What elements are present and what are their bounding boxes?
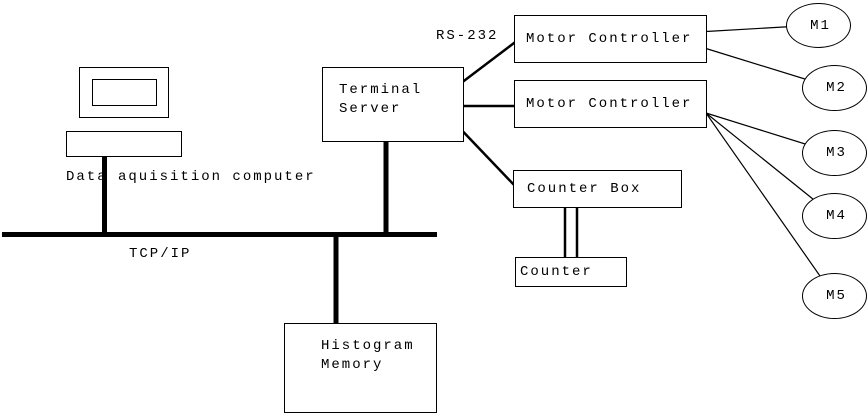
histogram-memory-label-line2: Memory <box>321 357 384 373</box>
motor-controller-top-node: Motor Controller <box>514 15 707 63</box>
motor-controller-bottom-node: Motor Controller <box>514 80 707 128</box>
motor-node-m5: M5 <box>802 273 867 319</box>
motor-node-m3: M3 <box>802 130 867 176</box>
ts-to-mc-top-line <box>461 40 517 83</box>
counter-node: Counter <box>515 257 627 287</box>
rs232-label: RS-232 <box>436 28 499 44</box>
motor-label-m1: M1 <box>810 17 831 34</box>
motor-controller-bottom-label: Motor Controller <box>526 96 693 112</box>
data-acquisition-computer-label: Data aquisition computer <box>66 169 316 185</box>
histogram-memory-label-line1: Histogram <box>321 338 415 354</box>
motor-node-m4: M4 <box>802 193 867 239</box>
counter-box-node: Counter Box <box>513 170 682 208</box>
motor-label-m3: M3 <box>826 145 847 161</box>
terminal-server-node: Terminal Server <box>322 67 464 142</box>
motor-label-m4: M4 <box>826 208 847 224</box>
tcpip-label: TCP/IP <box>129 246 192 262</box>
motor-label-m5: M5 <box>826 288 847 304</box>
histogram-memory-node: Histogram Memory <box>284 323 437 413</box>
terminal-server-label-line1: Terminal <box>339 82 423 98</box>
motor-node-m2: M2 <box>802 65 867 111</box>
computer-screen-icon <box>92 79 157 106</box>
computer-keyboard-icon <box>66 131 182 157</box>
terminal-server-label-line2: Server <box>339 101 402 117</box>
motor-controller-top-label: Motor Controller <box>526 31 693 47</box>
ts-to-counter-box-line <box>461 130 517 188</box>
motor-node-m1: M1 <box>786 3 851 48</box>
mc-bottom-to-m5-line <box>705 112 835 297</box>
counter-label: Counter <box>520 264 593 280</box>
motor-label-m2: M2 <box>826 80 847 96</box>
counter-box-label: Counter Box <box>527 181 642 197</box>
